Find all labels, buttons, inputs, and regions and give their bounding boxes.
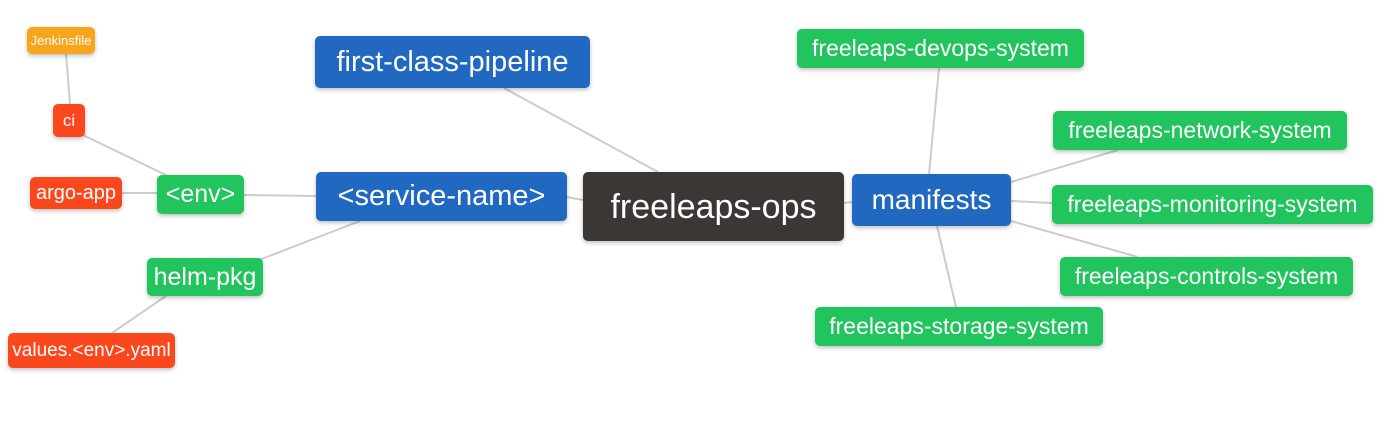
node-service-name[interactable]: <service-name> [316,172,567,221]
node-manifests[interactable]: manifests [852,174,1011,226]
node-freeleaps-controls-system[interactable]: freeleaps-controls-system [1060,257,1353,296]
node-freeleaps-ops[interactable]: freeleaps-ops [583,172,844,241]
node-argo-app[interactable]: argo-app [30,177,122,209]
node-first-class-pipeline[interactable]: first-class-pipeline [315,36,590,88]
node-ci[interactable]: ci [53,104,85,137]
node-freeleaps-devops-system[interactable]: freeleaps-devops-system [797,29,1084,68]
node-env[interactable]: <env> [157,175,244,214]
node-freeleaps-network-system[interactable]: freeleaps-network-system [1053,111,1347,150]
node-values-env-yaml[interactable]: values.<env>.yaml [8,333,175,368]
node-freeleaps-storage-system[interactable]: freeleaps-storage-system [815,307,1103,346]
node-jenkinsfile[interactable]: Jenkinsfile [27,27,95,54]
node-freeleaps-monitoring-system[interactable]: freeleaps-monitoring-system [1052,185,1373,224]
node-helm-pkg[interactable]: helm-pkg [147,258,263,296]
